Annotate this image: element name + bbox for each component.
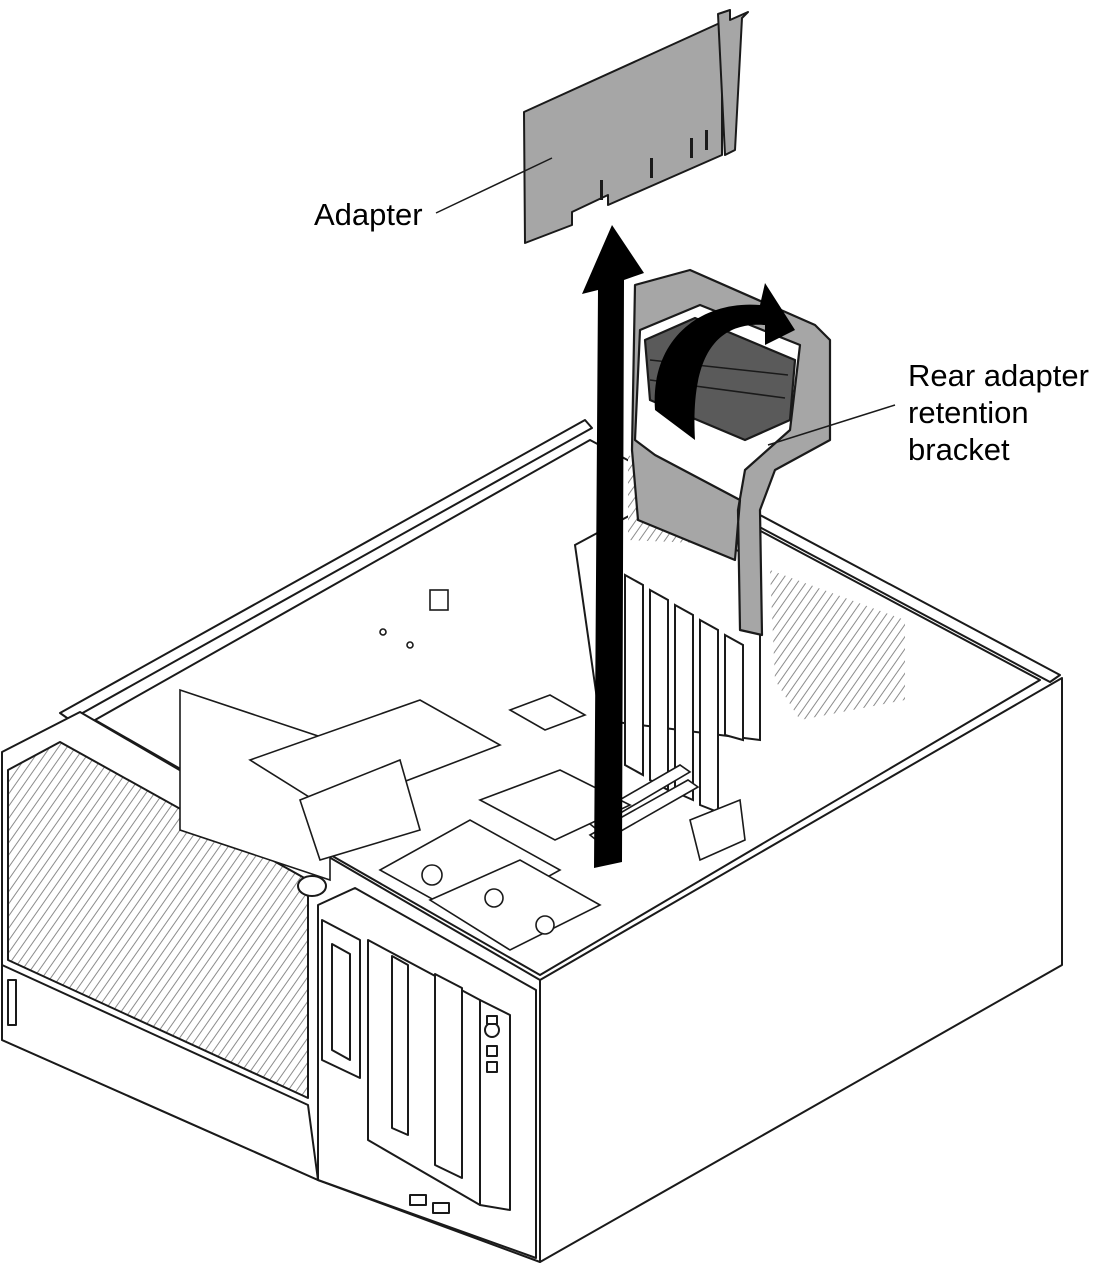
hdd-cage — [179, 688, 331, 882]
board-component — [508, 694, 587, 731]
led-indicator-icon — [486, 1045, 498, 1057]
usb-port-icon — [432, 1202, 450, 1214]
pci-slot-bracket — [649, 588, 669, 792]
drive-latch-icon — [484, 888, 504, 908]
board-screw-icon — [379, 628, 387, 636]
drive-latch-icon — [535, 915, 555, 935]
system-board — [179, 589, 746, 951]
chassis-left-wall — [59, 419, 593, 721]
drive-bay-slot-1 — [391, 955, 409, 1136]
led-indicator-icon — [486, 1061, 498, 1073]
adapter-card — [523, 9, 749, 244]
board-screw-icon — [406, 641, 414, 649]
front-mesh-grille — [7, 741, 309, 1099]
bracket-callout: Rear adapter retention bracket — [908, 357, 1089, 468]
rotation-arrow-icon — [654, 283, 795, 440]
drive-latch-icon — [421, 864, 443, 886]
adapter-callout: Adapter — [314, 197, 423, 232]
led-indicator-icon — [486, 1015, 498, 1025]
pci-slot-bracket — [724, 633, 744, 742]
bezel-button-icon — [297, 875, 327, 897]
pci-slot-bracket — [699, 618, 719, 814]
hdd-cage-top — [248, 699, 502, 811]
server-chassis — [1, 419, 1063, 1263]
pci-slot-bracket — [624, 573, 644, 777]
bracket-leader-line — [767, 404, 896, 446]
bezel-slot — [7, 979, 17, 1026]
board-connector-icon — [429, 589, 449, 611]
optical-drive-slot — [331, 943, 351, 1061]
lift-up-arrow-icon — [582, 225, 644, 868]
rear-fan-grille — [770, 570, 905, 720]
hdd-bracket — [299, 758, 421, 861]
adapter-leader-line — [435, 157, 553, 214]
power-button-icon — [484, 1022, 500, 1038]
rear-io-block — [689, 798, 746, 862]
usb-port-icon — [409, 1194, 427, 1206]
pci-slot-bracket — [674, 603, 694, 802]
drive-bay-slot-2 — [434, 973, 463, 1179]
bracket-callout-line-2: retention — [908, 395, 1029, 430]
bracket-callout-line-3: bracket — [908, 432, 1010, 467]
adapter-bracket — [717, 9, 749, 156]
bracket-callout-line-1: Rear adapter — [908, 358, 1089, 393]
